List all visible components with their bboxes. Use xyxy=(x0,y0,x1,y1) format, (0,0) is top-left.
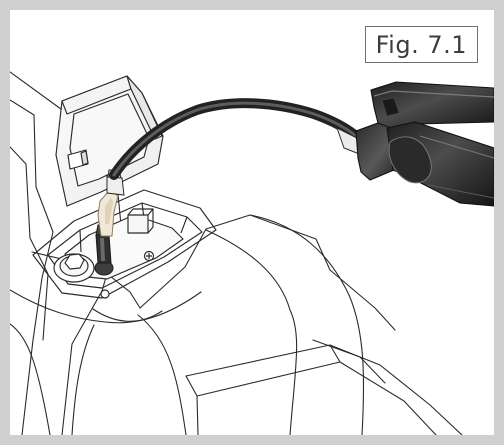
housing-detail-line-1 xyxy=(312,339,386,384)
service-port-wall-3 xyxy=(79,229,82,253)
machine-outline xyxy=(10,71,463,435)
grease-gun-lever-edge xyxy=(373,90,494,98)
housing-sweep-line-right xyxy=(137,314,187,435)
housing-rear-panel xyxy=(10,146,49,341)
grease-nipple-highlight xyxy=(100,238,105,261)
illustration-canvas: Fig. 7.1 xyxy=(10,10,494,435)
housing-top-contour xyxy=(31,214,396,331)
housing-lower-panel-edge xyxy=(185,375,199,435)
figure-label: Fig. 7.1 xyxy=(364,26,478,63)
housing-lower-panel xyxy=(185,344,463,435)
grease-hose-inner-highlight xyxy=(112,101,358,177)
service-cover-side-face xyxy=(126,75,163,140)
grease-gun-lower-highlight xyxy=(427,184,494,199)
housing-curve-far-right xyxy=(249,214,365,435)
housing-curve-right xyxy=(205,229,298,435)
service-port-wall-2 xyxy=(180,216,188,234)
housing-inner-wall xyxy=(10,99,54,435)
housing-lower-panel-inner xyxy=(196,361,437,435)
grease-gun-barrel-ring xyxy=(388,136,432,184)
hose-icon xyxy=(109,98,361,180)
grease-gun-handle-slot xyxy=(381,97,400,117)
port-rear-block xyxy=(127,214,149,234)
service-port-recess xyxy=(32,189,217,299)
filler-cap-icon xyxy=(64,253,85,270)
grease-gun-icon xyxy=(336,81,494,207)
housing-sweep-line-middle xyxy=(71,324,95,435)
cover-latch xyxy=(80,150,89,166)
port-rear-block-detail xyxy=(127,208,154,234)
housing-sweep-line-left xyxy=(10,323,51,435)
grease-gun-barrel-highlight xyxy=(419,135,494,159)
housing-detail-line-2 xyxy=(329,344,341,363)
technical-illustration xyxy=(10,71,494,435)
housing-shoulder-line xyxy=(92,308,163,322)
housing-lower-contour xyxy=(10,289,202,324)
service-port-outer-rim xyxy=(32,189,217,299)
translucent-coupler-shadow xyxy=(105,198,113,224)
port-screw-right-slot xyxy=(146,253,152,259)
port-screw-left xyxy=(100,289,110,299)
